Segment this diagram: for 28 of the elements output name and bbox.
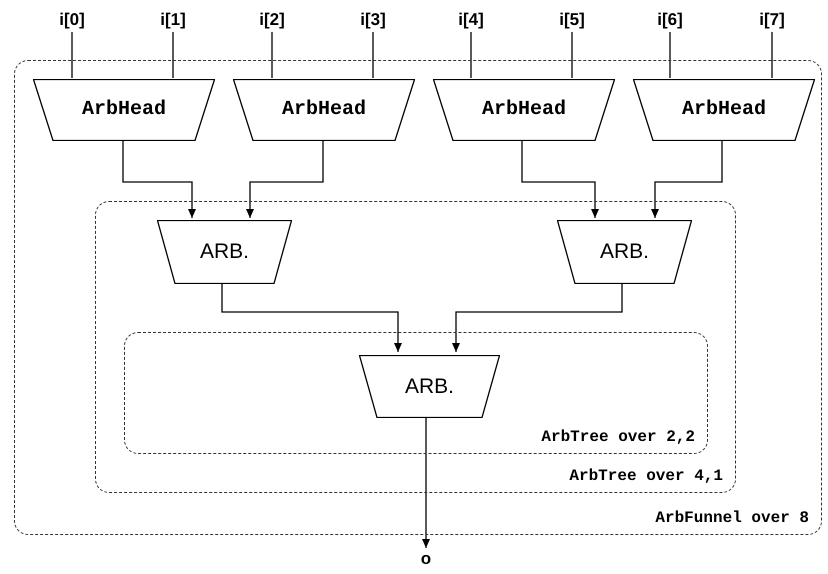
dashed-region: [95, 201, 736, 493]
arbiter-trapezoid: ArbHead: [33, 79, 215, 141]
dashed-region: [124, 332, 708, 454]
arbiter-trapezoid: ARB.: [359, 355, 500, 418]
region-label: ArbTree over 4,1: [569, 466, 723, 487]
signal-label: i[7]: [752, 8, 792, 32]
signal-label: i[0]: [52, 8, 92, 32]
signal-label: i[1]: [153, 8, 193, 32]
region-label: ArbFunnel over 8: [655, 508, 809, 529]
connector-arrow: [221, 282, 402, 352]
signal-label: i[4]: [451, 8, 491, 32]
signal-label: i[6]: [650, 8, 690, 32]
signal-label: i[3]: [353, 8, 393, 32]
arbiter-trapezoid: ArbHead: [433, 79, 615, 141]
arbiter-trapezoid: ARB.: [557, 220, 692, 284]
connector-arrow: [122, 140, 196, 218]
connector-arrow: [521, 140, 599, 218]
connector-arrow: [651, 140, 723, 218]
region-label: ArbTree over 2,2: [541, 427, 695, 448]
arbiter-trapezoid: ArbHead: [633, 79, 815, 141]
dashed-region: [14, 60, 822, 535]
signal-label: i[5]: [552, 8, 592, 32]
arbiter-trapezoid: ARB.: [157, 220, 292, 284]
connector-arrow: [452, 282, 623, 352]
connector-arrow: [246, 140, 324, 218]
arbiter-trapezoid: ArbHead: [233, 79, 415, 141]
signal-label: o: [414, 548, 438, 570]
signal-label: i[2]: [252, 8, 292, 32]
